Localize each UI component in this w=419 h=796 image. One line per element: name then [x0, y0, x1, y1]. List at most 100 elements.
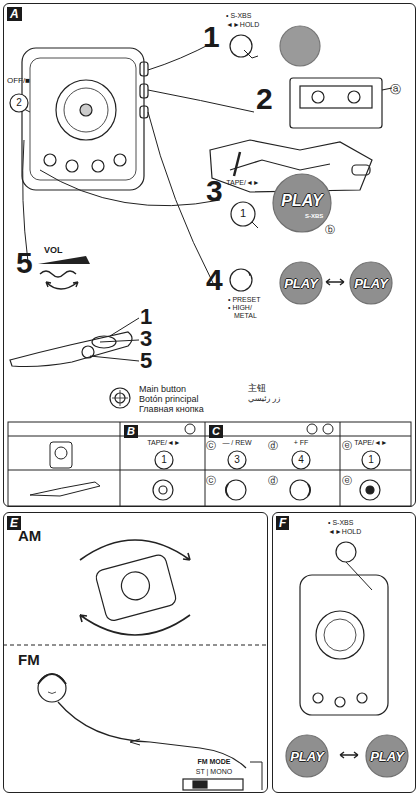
- am-rotation: [3, 645, 268, 646]
- button-outline: [217, 179, 269, 231]
- player-body: [346, 562, 372, 590]
- node-text: A: [7, 7, 22, 21]
- label: ◄►HOLD: [328, 528, 361, 535]
- am-rotation: [3, 540, 268, 645]
- display-outline: [350, 262, 392, 304]
- main-button-icon: [110, 388, 130, 408]
- label: ⓔ: [342, 441, 352, 451]
- player-body: [80, 104, 92, 116]
- label: • S-XBS: [328, 519, 353, 526]
- table-grid: [8, 422, 411, 506]
- node-text: PLAY: [290, 750, 324, 763]
- player-body: [336, 542, 356, 562]
- volume-knob: [38, 256, 90, 264]
- node-text: ⓑ: [325, 225, 335, 235]
- player-body: [324, 619, 356, 651]
- table-button: TAPE/◄►1: [346, 439, 402, 471]
- preset-button: [230, 269, 252, 291]
- section-letter: C: [209, 425, 223, 438]
- am-rotation: [80, 540, 190, 560]
- remote-control: [10, 332, 132, 367]
- fm-headphone: [38, 674, 262, 790]
- table-grid: [185, 424, 195, 434]
- cassette: [230, 160, 330, 170]
- player-body: [300, 575, 388, 715]
- leader-line: [23, 140, 28, 262]
- node-text: F: [276, 516, 289, 530]
- leader-line: [22, 42, 254, 285]
- off-button: OFF/■2: [5, 77, 45, 117]
- node-text: S-XBS: [305, 213, 323, 219]
- remote-control: [10, 318, 139, 367]
- preset-button: [246, 270, 250, 276]
- player-body: [300, 542, 388, 758]
- player-body: [140, 84, 148, 98]
- callout-number: 1: [203, 22, 220, 52]
- table-grid: [8, 422, 411, 506]
- leader-line: [148, 112, 214, 285]
- player-body: [64, 88, 108, 132]
- player-body: [92, 160, 104, 172]
- fm-headphone: [48, 692, 56, 694]
- display: PLAY: [285, 734, 329, 778]
- cassette: [290, 78, 382, 128]
- display: PLAY: [279, 261, 323, 305]
- button-outline: [231, 202, 255, 226]
- label: ⓓ: [268, 441, 278, 451]
- leader-line: [40, 170, 220, 206]
- fm-headphone: [58, 702, 246, 768]
- label: ⓒ: [206, 441, 216, 451]
- tape-button: TAPE/◄► 1: [217, 179, 269, 231]
- section-letter: B: [124, 425, 138, 438]
- xbs-button: [230, 26, 320, 66]
- button-outline: [155, 451, 173, 469]
- leader-line: [148, 90, 254, 112]
- callout-number: 5: [140, 350, 152, 372]
- callout-number: 5: [16, 248, 33, 278]
- main-button-icon: [112, 390, 128, 406]
- xbs-button: [244, 50, 258, 58]
- player-body: [22, 48, 148, 190]
- label: زر رئيسي: [248, 395, 280, 403]
- button-outline: [362, 451, 380, 469]
- player-body: [313, 693, 323, 703]
- fm-headphone: [250, 762, 262, 790]
- node-text: FM MODE: [197, 758, 230, 765]
- button-outline: [292, 451, 310, 469]
- panel: F PLAY PLAY: [272, 512, 416, 793]
- main-button-row: [290, 480, 310, 500]
- display-outline: [273, 174, 331, 232]
- fm-mode-switch: FM MODE ST | MONO: [179, 758, 249, 780]
- player-body: [316, 611, 364, 659]
- node-text: ST | MONO: [196, 768, 232, 775]
- display-outline: [366, 735, 408, 777]
- callout-number: 1: [140, 306, 152, 328]
- table-button: + FF4: [281, 439, 321, 471]
- node-text: PLAY: [281, 193, 322, 209]
- label: FM: [18, 652, 40, 667]
- tape-button-arrow: [252, 222, 258, 228]
- node-text: 1: [240, 208, 246, 219]
- display: PLAY: [365, 734, 409, 778]
- label: METAL: [234, 312, 257, 319]
- display: PLAY: [349, 261, 393, 305]
- label: 主钮: [248, 384, 266, 393]
- node-text: TAPE/◄►: [226, 179, 260, 186]
- fm-headphone: [38, 674, 66, 702]
- node-text: 2: [16, 98, 22, 108]
- label: ⓔ: [342, 476, 352, 486]
- callout-number: 2: [256, 84, 273, 114]
- player-body: [30, 58, 136, 180]
- fm-headphone: [38, 674, 66, 684]
- main-button-icon: [110, 388, 130, 408]
- player-body: [66, 160, 78, 172]
- player-body: [114, 154, 126, 166]
- node-text: PLAY: [354, 277, 388, 290]
- button-outline: [228, 451, 246, 469]
- node-text: TAPE/◄►: [147, 439, 181, 446]
- panel: EFM MODEST | MONO: [3, 512, 268, 793]
- volume-knob: [40, 271, 76, 277]
- label: ⓓ: [268, 476, 278, 486]
- fm-headphone: [130, 739, 140, 745]
